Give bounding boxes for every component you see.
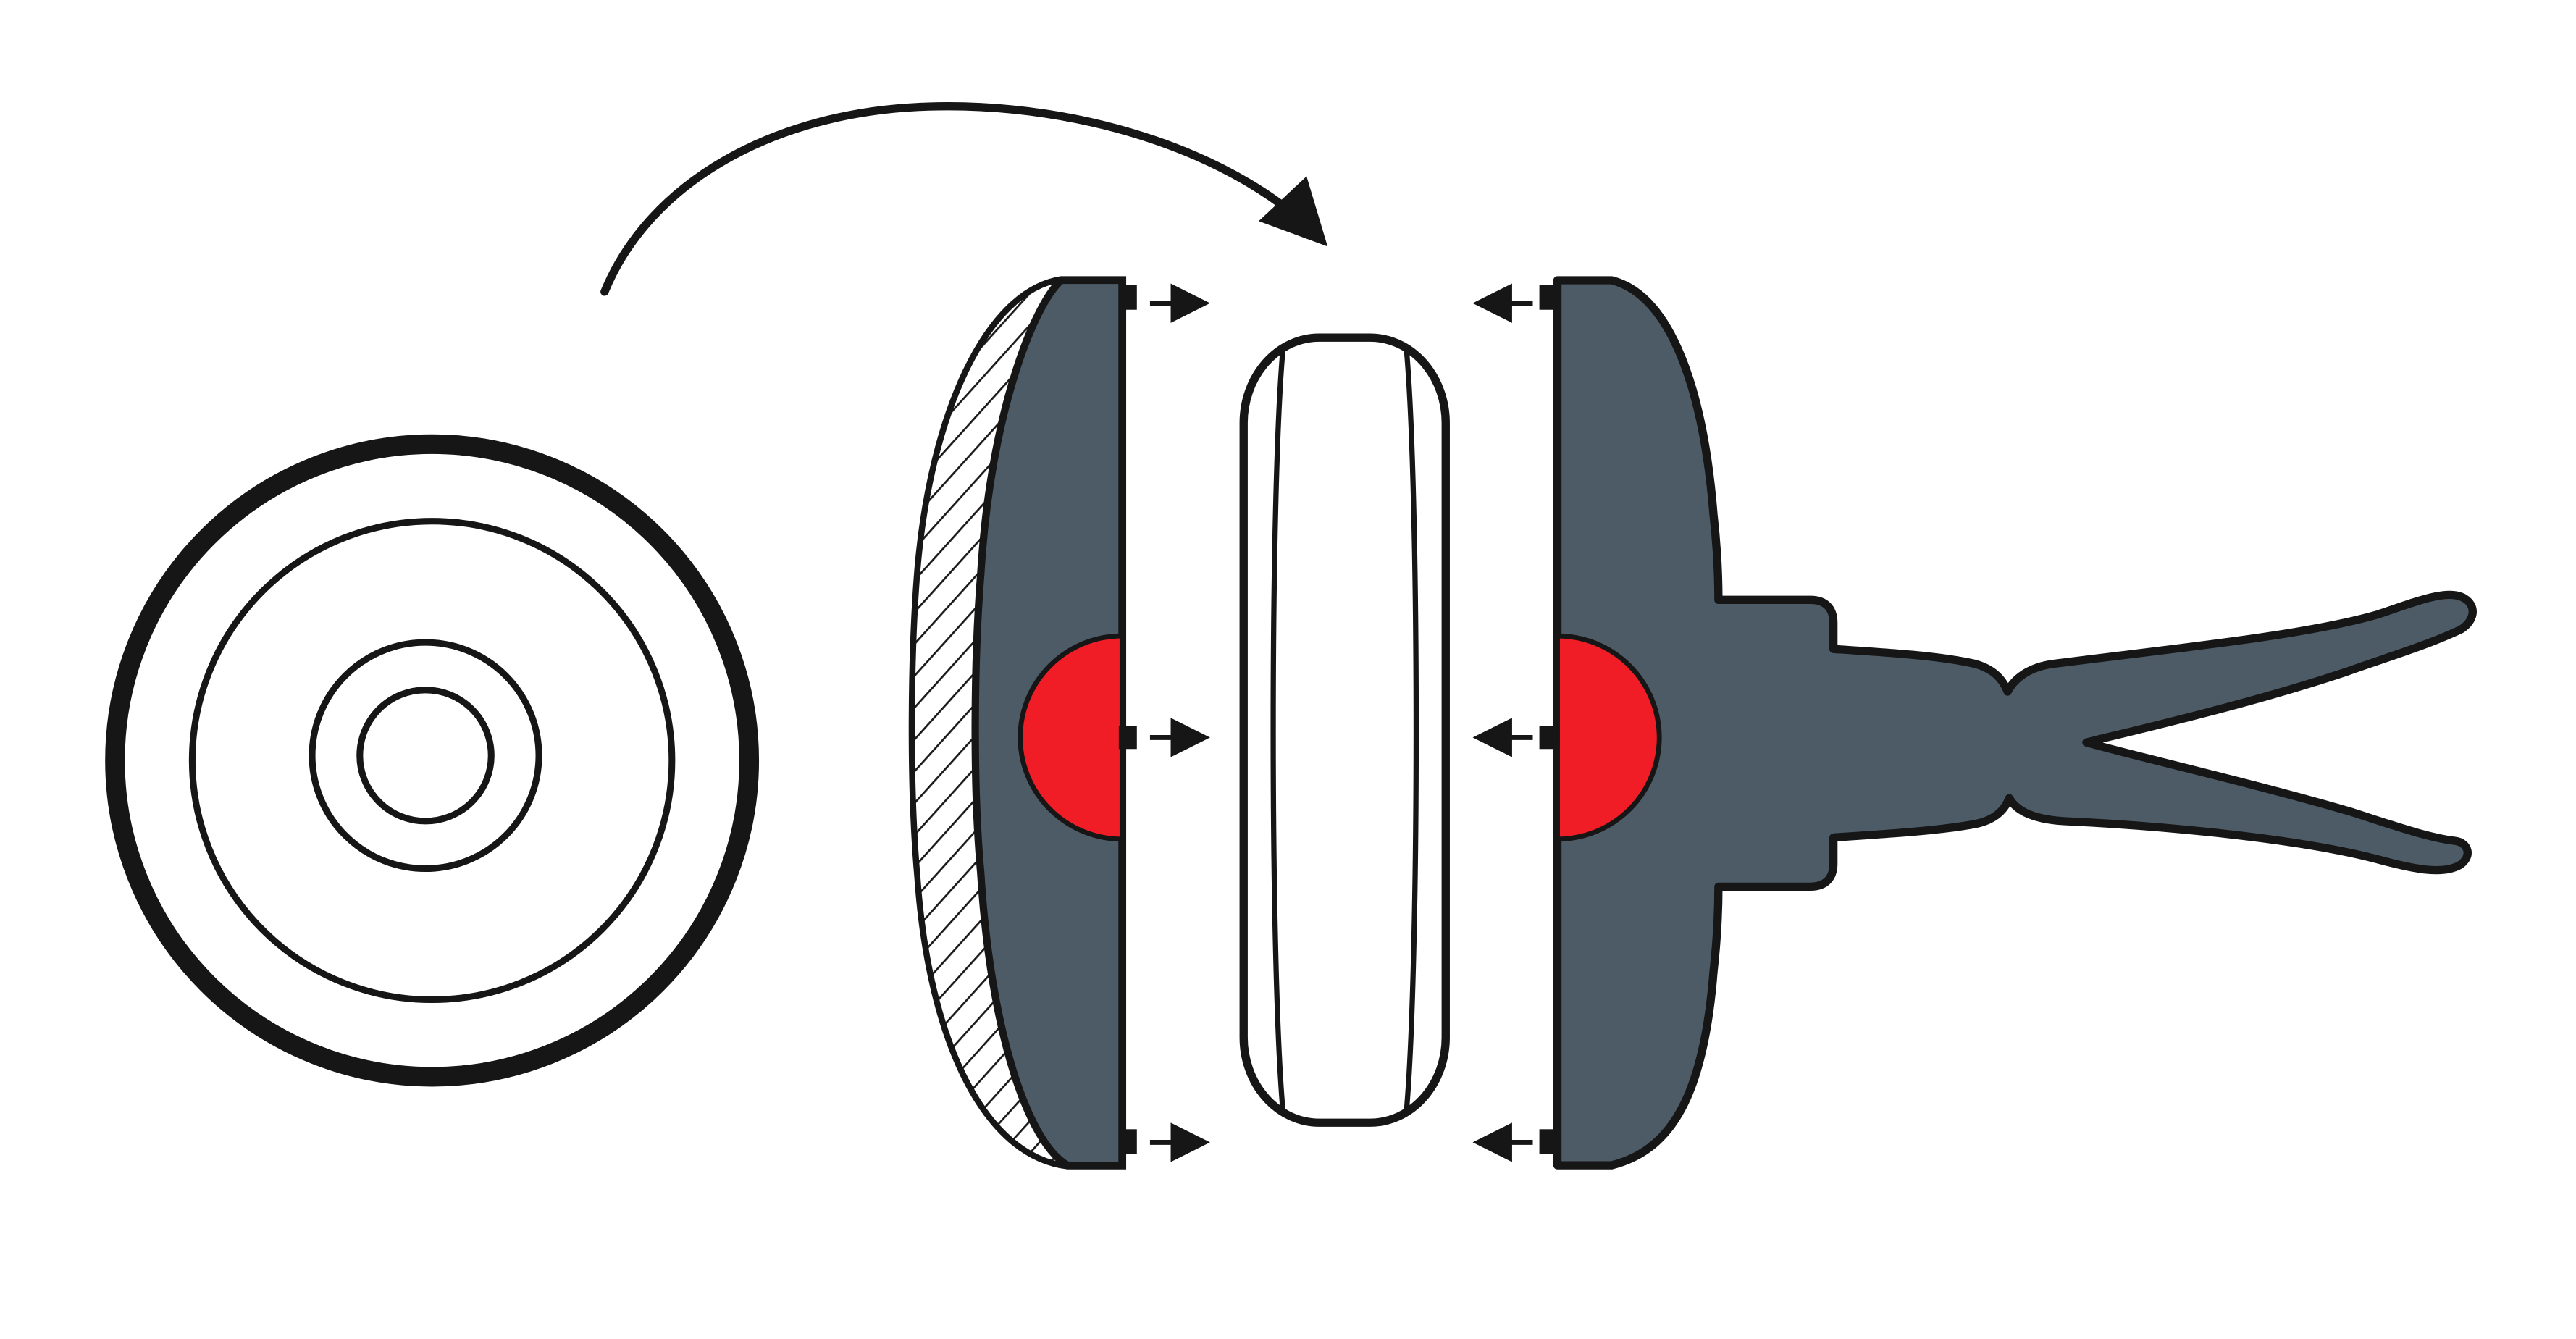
cap-tab-bottom: [1118, 1129, 1137, 1154]
housing-tab-top: [1539, 285, 1558, 310]
pad-seam-left: [1270, 347, 1286, 1114]
insertion-direction-arrow: [600, 102, 1328, 296]
front-view-middle-ring: [188, 518, 676, 1004]
front-view-outer-ring: [105, 434, 760, 1087]
cap-tab-top: [1118, 285, 1137, 310]
housing-and-vent-clip-body: [1553, 276, 2477, 1170]
assembly-arrows-left-direction: [1472, 283, 1533, 1162]
pad-outline: [1239, 333, 1450, 1127]
refill-pad-side-view: [1239, 333, 1450, 1127]
device-front-view: [105, 434, 760, 1087]
assembly-arrows-right-direction: [1149, 283, 1210, 1162]
cap-red-locator: [1018, 633, 1125, 842]
cap-tab-middle: [1118, 726, 1137, 750]
front-view-center-circle: [356, 687, 495, 825]
front-view-inner-ring: [309, 639, 542, 872]
housing-tab-bottom: [1539, 1129, 1558, 1154]
cover-cap-side-view: [908, 276, 1137, 1170]
housing-red-locator: [1555, 633, 1662, 842]
pad-seam-right: [1404, 347, 1419, 1114]
housing-tab-middle: [1539, 726, 1558, 750]
clip-housing-side-view: [1539, 276, 2477, 1170]
